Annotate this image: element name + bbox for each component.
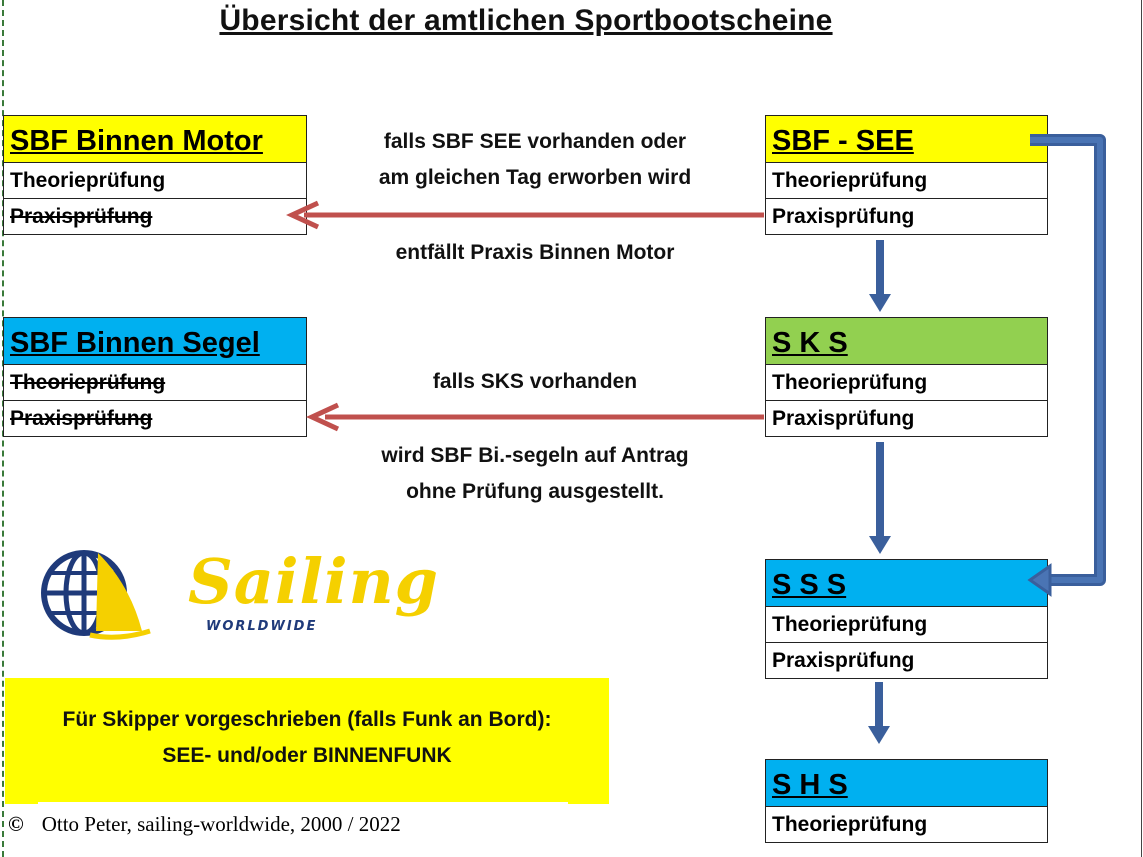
note-line: falls SBF SEE vorhanden oder xyxy=(383,130,687,153)
note-segel-result: wird SBF Bi.-segeln auf Antrag ohne Prüf… xyxy=(320,438,750,510)
sailing-worldwide-logo: Sailing WORLDWIDE xyxy=(38,545,438,645)
box-sbf-see: SBF - SEE Theorieprüfung Praxisprüfung xyxy=(765,115,1048,235)
box-title: SBF Binnen Motor xyxy=(4,116,306,163)
box-row-practice: Praxisprüfung xyxy=(4,400,306,436)
copyright-text: Otto Peter, sailing-worldwide, 2000 / 20… xyxy=(41,812,401,836)
arrow-sss-to-shs xyxy=(868,682,890,744)
box-row-practice: Praxisprüfung xyxy=(766,198,1047,234)
copyright-strip xyxy=(38,802,568,842)
note-line: wird SBF Bi.-segeln auf Antrag xyxy=(381,444,689,467)
box-sbf-binnen-motor: SBF Binnen Motor Theorieprüfung Praxispr… xyxy=(3,115,307,235)
box-title: S S S xyxy=(766,560,1047,607)
box-row-theory: Theorieprüfung xyxy=(772,169,928,192)
box-row-practice: Praxisprüfung xyxy=(766,642,1047,678)
box-shs: S H S Theorieprüfung xyxy=(765,759,1048,843)
box-row-practice: Praxisprüfung xyxy=(4,198,306,234)
arrow-sks-to-sss xyxy=(869,442,891,554)
radio-notice: Für Skipper vorgeschrieben (falls Funk a… xyxy=(5,678,609,804)
box-sks: S K S Theorieprüfung Praxisprüfung xyxy=(765,317,1048,437)
box-row-theory: Theorieprüfung xyxy=(772,613,928,636)
arrow-sks-to-segel xyxy=(306,402,764,432)
note-segel-condition: falls SKS vorhanden xyxy=(432,370,638,393)
arrow-see-to-sss xyxy=(1027,134,1106,597)
box-row-theory: Theorieprüfung xyxy=(10,169,166,192)
copyright: © Otto Peter, sailing-worldwide, 2000 / 2… xyxy=(8,812,401,837)
note-line: ohne Prüfung ausgestellt. xyxy=(406,480,664,503)
box-title: SBF Binnen Segel xyxy=(4,318,306,365)
box-sbf-binnen-segel: SBF Binnen Segel Theorieprüfung Praxispr… xyxy=(3,317,307,437)
box-row-theory: Theorieprüfung xyxy=(772,813,928,836)
globe-sail-icon xyxy=(41,550,151,640)
arrow-see-to-motor xyxy=(286,200,764,230)
box-row-theory: Theorieprüfung xyxy=(772,371,928,394)
notice-line-2: SEE- und/oder BINNENFUNK xyxy=(162,744,452,767)
logo-subtitle: WORLDWIDE xyxy=(206,619,318,634)
box-title: S H S xyxy=(766,760,1047,807)
note-motor-condition: falls SBF SEE vorhanden oder am gleichen… xyxy=(320,124,750,196)
box-title: S K S xyxy=(766,318,1047,365)
logo-wordmark: Sailing xyxy=(188,545,440,618)
box-row-theory: Theorieprüfung xyxy=(10,371,166,394)
page-title: Übersicht der amtlichen Sportbootscheine xyxy=(219,4,833,37)
box-title: SBF - SEE xyxy=(766,116,1047,163)
right-border xyxy=(1141,0,1142,857)
arrow-see-to-sks xyxy=(869,240,891,312)
notice-line-1: Für Skipper vorgeschrieben (falls Funk a… xyxy=(62,708,552,731)
copyright-symbol: © xyxy=(8,812,24,836)
note-motor-result: entfällt Praxis Binnen Motor xyxy=(395,241,675,264)
note-line: am gleichen Tag erworben wird xyxy=(378,166,692,189)
box-sss: S S S Theorieprüfung Praxisprüfung xyxy=(765,559,1048,679)
box-row-practice: Praxisprüfung xyxy=(766,400,1047,436)
